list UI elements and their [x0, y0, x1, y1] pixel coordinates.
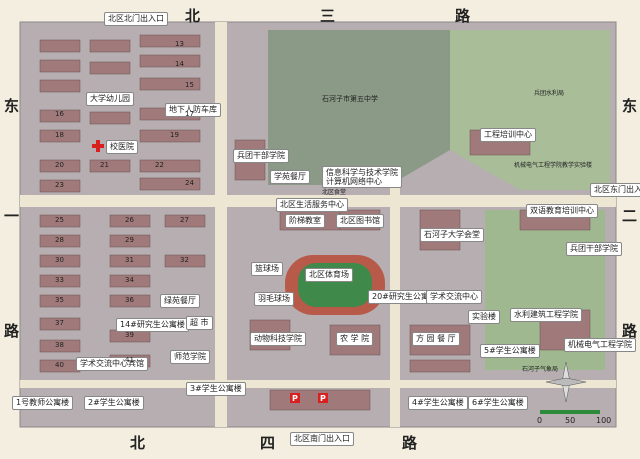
- library-label[interactable]: 北区图书馆: [336, 214, 384, 228]
- basketball-court-label[interactable]: 篮球场: [251, 262, 283, 276]
- building-number: 24: [185, 179, 194, 187]
- animal-college-label[interactable]: 动物科技学院: [250, 332, 306, 346]
- road-east-char-2: 二: [622, 207, 638, 225]
- dorm5-label[interactable]: 5#学生公寓楼: [480, 344, 540, 358]
- water-bureau-text: 兵团水利局: [534, 90, 565, 97]
- building-number: 32: [180, 256, 189, 264]
- scale-fifty: 50: [565, 416, 576, 425]
- dorm14-label[interactable]: 14#研究生公寓楼: [116, 318, 189, 332]
- building-number: 33: [55, 276, 64, 284]
- building-number: 15: [185, 81, 194, 89]
- building-number: 17: [185, 110, 194, 118]
- hall-label[interactable]: 石河子大学会堂: [420, 228, 484, 242]
- building-number: 16: [55, 110, 64, 118]
- building-number: 36: [125, 296, 134, 304]
- building-number: 39: [125, 331, 134, 339]
- road-south-char-3: 路: [402, 434, 418, 452]
- building-number: 28: [55, 236, 64, 244]
- mech-lab-text: 机械电气工程学院教学实验楼: [514, 162, 593, 169]
- road-north-char-1: 北: [185, 7, 201, 25]
- badminton-court-label[interactable]: 羽毛球场: [254, 292, 294, 306]
- road-south-char-2: 四: [260, 434, 276, 452]
- building-number: 26: [125, 216, 134, 224]
- building-number: 21: [100, 161, 109, 169]
- normal-college-label[interactable]: 师范学院: [170, 350, 210, 364]
- middle-school-text: 石河子市第五中学: [322, 95, 378, 103]
- road-west-char-1: 东: [4, 97, 20, 115]
- building-number: 13: [175, 40, 184, 48]
- road-west-char-3: 路: [4, 322, 20, 340]
- building-number: 30: [55, 256, 64, 264]
- exchange-hotel-label[interactable]: 学术交流中心宾馆: [76, 357, 148, 371]
- building-number: 18: [55, 131, 64, 139]
- garage-label[interactable]: 地下人防车库: [165, 103, 221, 117]
- building-number: 25: [55, 216, 64, 224]
- north-canteen-text: 北区食堂: [322, 189, 347, 196]
- bilingual-center-label[interactable]: 双语教育培训中心: [526, 204, 598, 218]
- building-number: 34: [125, 276, 134, 284]
- building-number: 38: [55, 341, 64, 349]
- road-south-char-1: 北: [130, 434, 146, 452]
- water-college-label[interactable]: 水利建筑工程学院: [510, 308, 582, 322]
- road-north-char-3: 路: [455, 7, 471, 25]
- dorm4-label[interactable]: 4#学生公寓楼: [408, 396, 468, 410]
- building-number: 23: [55, 181, 64, 189]
- lab-building-label[interactable]: 实验楼: [468, 310, 500, 324]
- road-north-char-2: 三: [320, 7, 336, 25]
- parking-icon-2: P: [320, 394, 326, 403]
- south-gate-label[interactable]: 北区南门出入口: [290, 432, 354, 446]
- building-number: 14: [175, 60, 184, 68]
- dining-hall-label[interactable]: 方 园 餐 厅: [412, 332, 460, 346]
- market-label[interactable]: 超 市: [186, 316, 213, 330]
- stadium-label[interactable]: 北区体育场: [305, 268, 353, 282]
- bingtuan-cadre-label[interactable]: 兵团干部学院: [233, 149, 289, 163]
- training-center-label[interactable]: 工程培训中心: [480, 128, 536, 142]
- building-number: 19: [170, 131, 179, 139]
- north-gate-label[interactable]: 北区北门出入口: [104, 12, 168, 26]
- agri-college-label[interactable]: 农 学 院: [336, 332, 374, 346]
- hospital-label[interactable]: 校医院: [106, 140, 138, 154]
- building-number: 29: [125, 236, 134, 244]
- building-number: 37: [55, 319, 64, 327]
- dorm6-label[interactable]: 6#学生公寓楼: [468, 396, 528, 410]
- scale-hundred: 100: [596, 416, 612, 425]
- dorm3-label[interactable]: 3#学生公寓楼: [186, 382, 246, 396]
- mech-college-label[interactable]: 机械电气工程学院: [564, 338, 636, 352]
- teaching-building-label[interactable]: 阶梯教室: [285, 214, 325, 228]
- road-east-char-1: 东: [622, 97, 638, 115]
- dorm1-label[interactable]: 1号教师公寓楼: [12, 396, 74, 410]
- road-east-char-3: 路: [622, 322, 638, 340]
- compass-rose: [545, 361, 587, 403]
- scale-zero: 0: [537, 416, 543, 425]
- building-number: 41: [125, 356, 134, 364]
- canteen-label[interactable]: 学苑餐厅: [270, 170, 310, 184]
- service-center-label[interactable]: 北区生活服务中心: [276, 198, 348, 212]
- east-gate-label[interactable]: 北区东门出入口: [590, 183, 640, 197]
- building-number: 40: [55, 361, 64, 369]
- weather-bureau-text: 石河子气象局: [522, 366, 559, 373]
- exchange-center-label[interactable]: 学术交流中心: [426, 290, 482, 304]
- info-center-label[interactable]: 信息科学与技术学院 计算机网络中心: [322, 166, 402, 188]
- building-number: 22: [155, 161, 164, 169]
- building-number: 31: [125, 256, 134, 264]
- bingtuan-cadre-2-label[interactable]: 兵团干部学院: [566, 242, 622, 256]
- building-number: 27: [180, 216, 189, 224]
- kindergarten-label[interactable]: 大学幼儿园: [86, 92, 134, 106]
- building-number: 35: [55, 296, 64, 304]
- road-west-char-2: 一: [4, 207, 20, 225]
- lvyuan-canteen-label[interactable]: 绿苑餐厅: [160, 294, 200, 308]
- parking-icon-1: P: [292, 394, 298, 403]
- building-number: 20: [55, 161, 64, 169]
- dorm2-label[interactable]: 2#学生公寓楼: [84, 396, 144, 410]
